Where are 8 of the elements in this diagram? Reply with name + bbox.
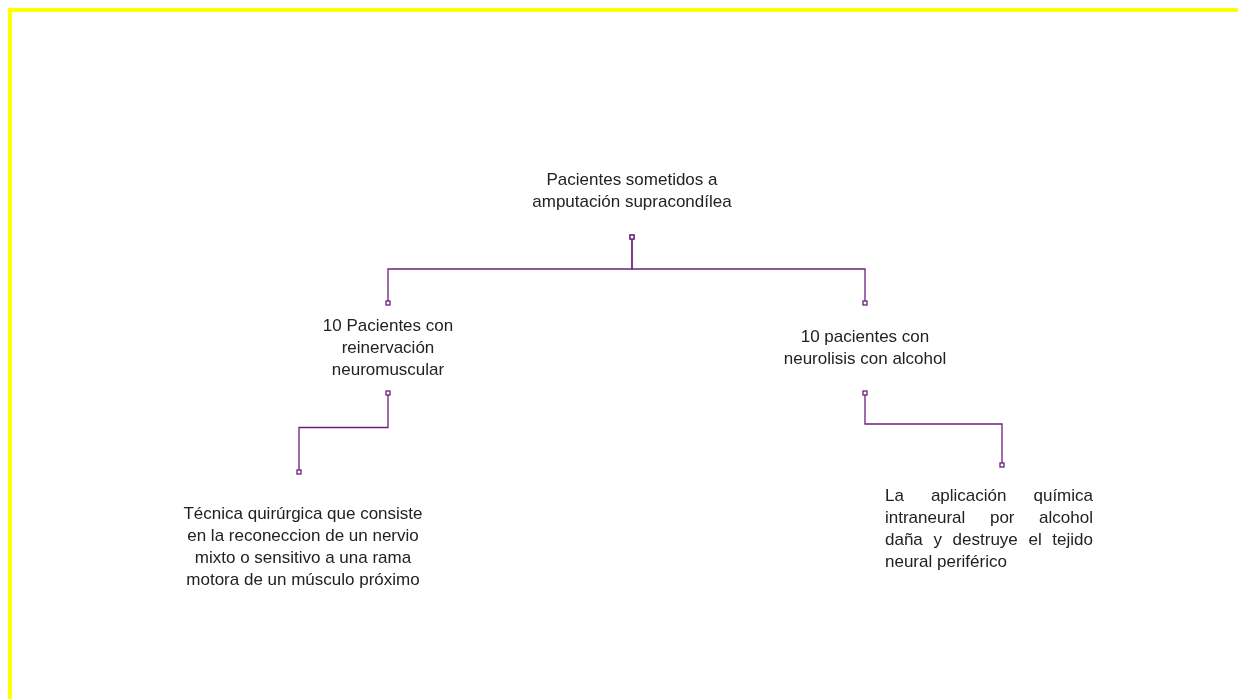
connector bbox=[296, 390, 391, 475]
connector bbox=[629, 234, 868, 306]
node-text: 10 pacientes con neurolisis con alcohol bbox=[782, 326, 948, 370]
node-text: Técnica quirúrgica que consiste en la reconeccion de un nervio mixto o sensitivo a una rama motora de un músculo próximo bbox=[183, 503, 423, 591]
connector bbox=[862, 390, 1005, 468]
node-text: La aplicación química intraneural por alcohol daña y destruye el tejido neural periférico bbox=[885, 485, 1093, 573]
node-text: Pacientes sometidos a amputación supracondílea bbox=[532, 169, 732, 213]
node-text: 10 Pacientes con reinervación neuromuscular bbox=[321, 315, 455, 381]
